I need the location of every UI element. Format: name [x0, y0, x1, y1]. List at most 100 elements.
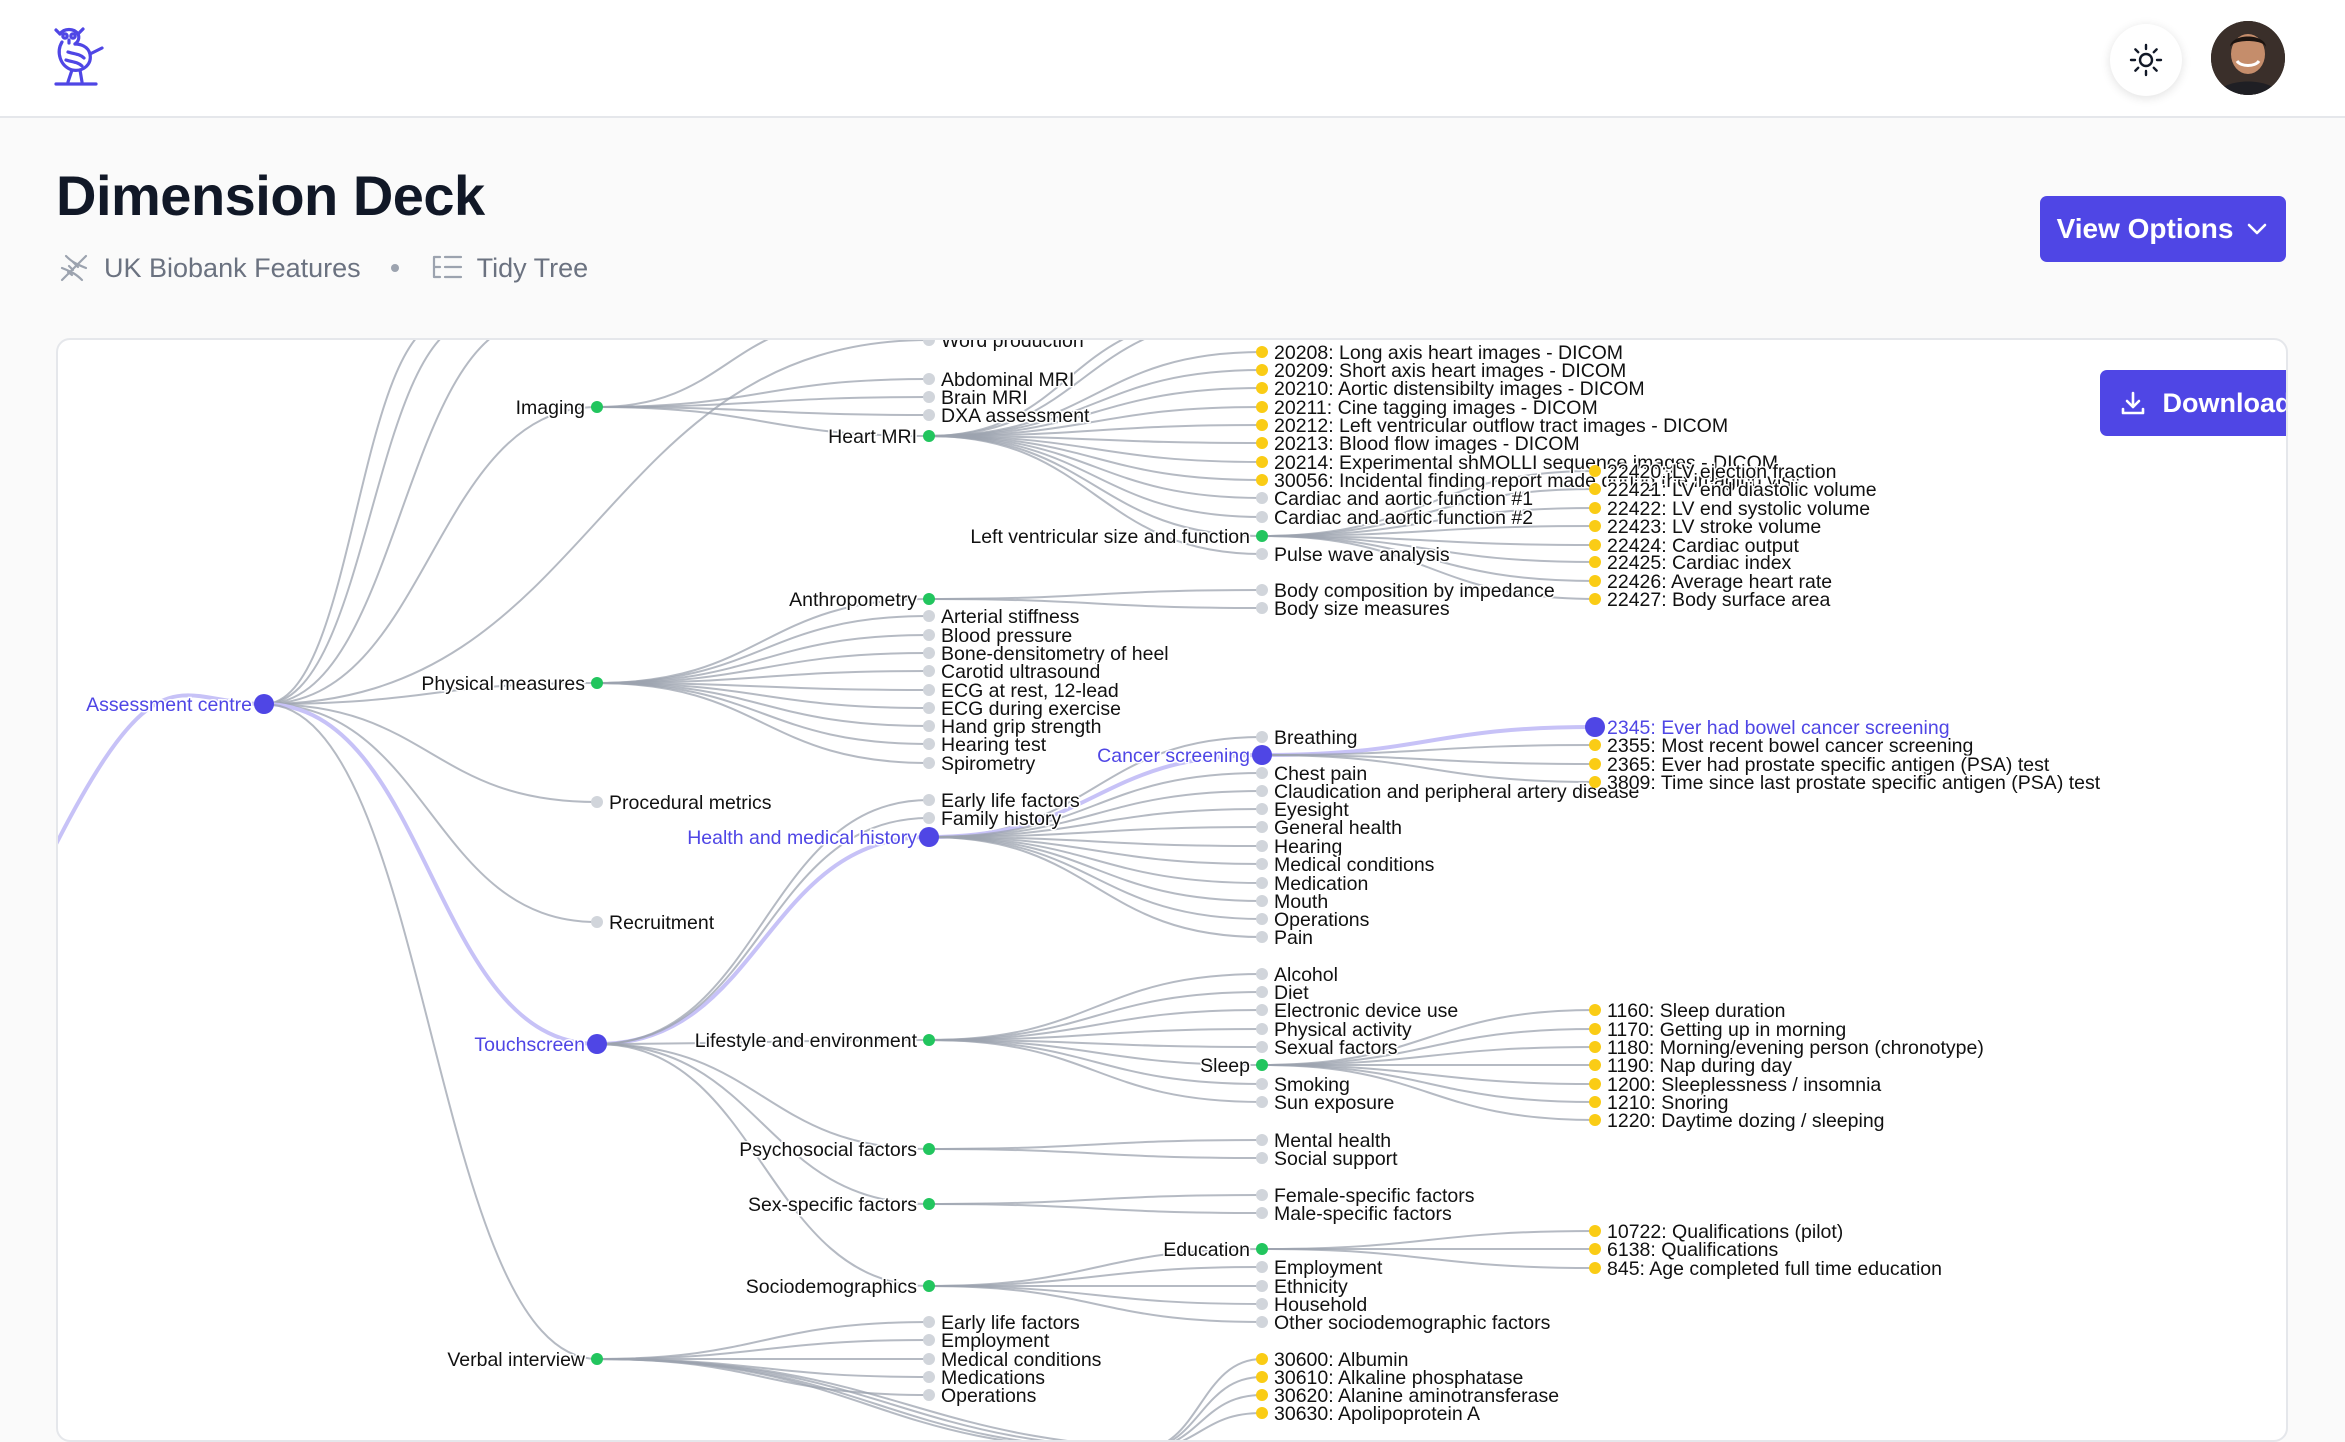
tree-node[interactable]: Operations	[1256, 908, 1371, 933]
tree-node[interactable]: Medical conditions	[1256, 853, 1436, 878]
tree-node[interactable]: 2365: Ever had prostate specific antigen…	[1589, 753, 2051, 778]
tree-node[interactable]: 1180: Morning/evening person (chronotype…	[1589, 1036, 1985, 1061]
tree-node-dot[interactable]	[1256, 530, 1268, 542]
tree-node-dot[interactable]	[1256, 821, 1268, 833]
tree-node-dot[interactable]	[1256, 895, 1268, 907]
tree-node-dot[interactable]	[1589, 483, 1601, 495]
tree-node[interactable]: 1200: Sleeplessness / insomnia	[1589, 1073, 1883, 1098]
tree-node-dot[interactable]	[591, 1353, 603, 1365]
tree-node-dot[interactable]	[919, 827, 939, 847]
tree-node-dot[interactable]	[923, 629, 935, 641]
tree-node-dot[interactable]	[1585, 717, 1605, 737]
tree-node-dot[interactable]	[1256, 382, 1268, 394]
tree-node[interactable]: Medication	[1256, 872, 1370, 897]
tree-node-dot[interactable]	[1256, 437, 1268, 449]
tree-node[interactable]: Body composition by impedance	[1256, 579, 1556, 604]
tree-node-dot[interactable]	[1256, 1353, 1268, 1365]
tree-node[interactable]: Lifestyle and environment	[693, 1029, 935, 1054]
tree-node-dot[interactable]	[1589, 502, 1601, 514]
tree-node[interactable]: Other sociodemographic factors	[1256, 1311, 1552, 1336]
tree-node-dot[interactable]	[923, 1034, 935, 1046]
tree-node[interactable]: Family history	[923, 807, 1063, 832]
tree-node-dot[interactable]	[1256, 419, 1268, 431]
tree-node-dot[interactable]	[923, 373, 935, 385]
tree-node-dot[interactable]	[1256, 1078, 1268, 1090]
tree-node[interactable]: Chest pain	[1256, 762, 1369, 787]
tree-node[interactable]: 22427: Body surface area	[1589, 588, 1832, 613]
tree-node[interactable]: 22421: LV end diastolic volume	[1589, 478, 1878, 503]
theme-toggle-button[interactable]	[2110, 24, 2182, 96]
tree-node[interactable]: Pulse wave analysis	[1256, 543, 1451, 568]
tree-node[interactable]: 2355: Most recent bowel cancer screening	[1589, 734, 1975, 759]
tree-node[interactable]: 30620: Alanine aminotransferase	[1256, 1384, 1561, 1409]
tree-node-dot[interactable]	[1589, 1225, 1601, 1237]
tree-node[interactable]: Anthropometry	[788, 588, 935, 613]
tree-node-dot[interactable]	[1589, 520, 1601, 532]
tree-node[interactable]: Procedural metrics	[591, 791, 773, 816]
tree-node[interactable]: Word production	[923, 340, 1085, 354]
tree-node[interactable]: 1160: Sleep duration	[1589, 999, 1787, 1024]
tree-node[interactable]: Employment	[923, 1329, 1051, 1354]
tree-node[interactable]: 22420: LV ejection fraction	[1589, 460, 1838, 485]
tree-node[interactable]: Diet	[1256, 981, 1311, 1006]
tree-node-dot[interactable]	[1256, 803, 1268, 815]
tree-node-dot[interactable]	[923, 1198, 935, 1210]
tree-node[interactable]: Medications	[923, 1366, 1047, 1391]
tree-node[interactable]: Physical measures	[420, 672, 603, 697]
tree-node[interactable]: Alcohol	[1256, 963, 1339, 988]
tree-node[interactable]: 2345: Ever had bowel cancer screening	[1585, 716, 1951, 741]
tree-node-dot[interactable]	[923, 1353, 935, 1365]
tree-node[interactable]: Male-specific factors	[1256, 1202, 1453, 1227]
tree-node[interactable]: Mental health	[1256, 1129, 1393, 1154]
tree-node[interactable]: Blood pressure	[923, 624, 1074, 649]
tree-node-dot[interactable]	[1256, 1371, 1268, 1383]
tree-node[interactable]: Employment	[1256, 1256, 1384, 1281]
tree-node[interactable]: Spirometry	[923, 752, 1037, 777]
tree-node[interactable]: Sun exposure	[1256, 1091, 1396, 1116]
tree-node[interactable]: Smoking	[1256, 1073, 1351, 1098]
tree-node-dot[interactable]	[923, 593, 935, 605]
tree-node-dot[interactable]	[923, 702, 935, 714]
tree-node-dot[interactable]	[1589, 1114, 1601, 1126]
tree-node-dot[interactable]	[923, 409, 935, 421]
tree-node-dot[interactable]	[1256, 548, 1268, 560]
tree-node-dot[interactable]	[1256, 1023, 1268, 1035]
tree-node-dot[interactable]	[1256, 1280, 1268, 1292]
tree-node-dot[interactable]	[1256, 767, 1268, 779]
tree-node[interactable]: 20210: Aortic distensibilty images - DIC…	[1256, 377, 1646, 402]
tree-node[interactable]: Breathing	[1256, 726, 1359, 751]
tree-node-dot[interactable]	[923, 1280, 935, 1292]
tree-node[interactable]: Psychosocial factors	[738, 1138, 935, 1163]
tree-node-dot[interactable]	[1589, 1004, 1601, 1016]
user-avatar[interactable]	[2211, 21, 2285, 95]
tree-node-dot[interactable]	[1256, 840, 1268, 852]
tree-node-dot[interactable]	[591, 916, 603, 928]
tree-node[interactable]: Household	[1256, 1293, 1369, 1318]
tree-node-dot[interactable]	[1256, 986, 1268, 998]
tree-node-dot[interactable]	[1256, 931, 1268, 943]
tree-node-dot[interactable]	[1589, 739, 1601, 751]
tree-node-dot[interactable]	[1256, 1389, 1268, 1401]
tree-node-dot[interactable]	[1256, 1189, 1268, 1201]
tree-node-dot[interactable]	[923, 794, 935, 806]
tree-node-dot[interactable]	[1256, 1004, 1268, 1016]
tree-node-dot[interactable]	[1256, 492, 1268, 504]
tree-node[interactable]: Early life factors	[923, 789, 1081, 814]
tree-node-dot[interactable]	[1256, 1152, 1268, 1164]
tree-node[interactable]: 20213: Blood flow images - DICOM	[1256, 432, 1581, 457]
tree-node[interactable]: 22426: Average heart rate	[1589, 570, 1834, 595]
tree-node[interactable]: Ethnicity	[1256, 1275, 1349, 1300]
tree-node-dot[interactable]	[1589, 1096, 1601, 1108]
tree-node[interactable]: 20214: Experimental shMOLLI sequence ima…	[1256, 451, 1779, 476]
tree-node[interactable]: 1170: Getting up in morning	[1589, 1018, 1848, 1043]
tree-node[interactable]: 22424: Cardiac output	[1589, 534, 1801, 559]
tree-node[interactable]: 30630: Apolipoprotein A	[1256, 1402, 1482, 1427]
tree-node-dot[interactable]	[1589, 556, 1601, 568]
tree-node-dot[interactable]	[1256, 1041, 1268, 1053]
tree-node[interactable]: Female-specific factors	[1256, 1184, 1476, 1209]
tree-node[interactable]: 20209: Short axis heart images - DICOM	[1256, 359, 1628, 384]
tree-node-dot[interactable]	[591, 677, 603, 689]
tree-node[interactable]: 22422: LV end systolic volume	[1589, 497, 1872, 522]
tree-node-dot[interactable]	[923, 1334, 935, 1346]
tree-node[interactable]: Social support	[1256, 1147, 1400, 1172]
